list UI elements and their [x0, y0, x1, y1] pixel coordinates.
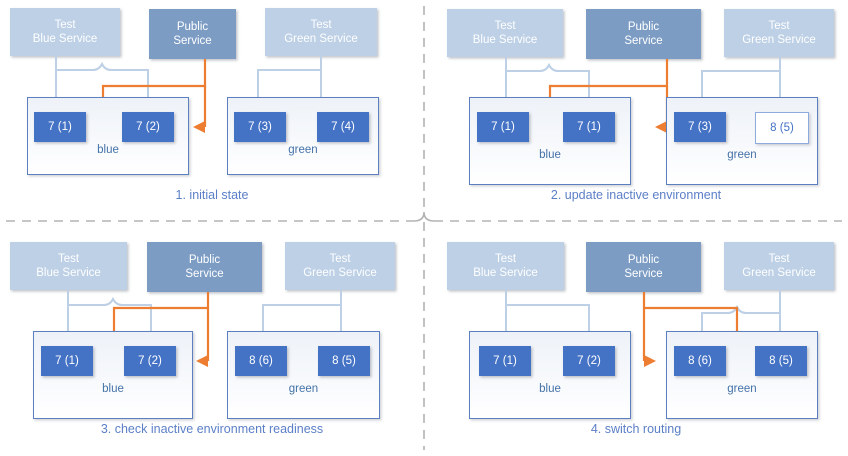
- test-green-service-line1: Test: [768, 253, 790, 265]
- panel-4-caption: 4. switch routing: [590, 422, 682, 436]
- version-label: 7 (4): [331, 121, 355, 133]
- version-box: 7 (3): [674, 112, 726, 142]
- version-box: 8 (6): [674, 346, 726, 376]
- version-box: 7 (1): [41, 346, 93, 376]
- test-green-service-box: Test Green Service: [724, 242, 834, 290]
- green-environment-label: green: [288, 144, 318, 156]
- test-blue-service-line1: Test: [57, 253, 80, 265]
- public-service-line1: Public: [627, 254, 660, 266]
- version-box: 7 (3): [234, 112, 286, 142]
- version-label: 8 (5): [769, 355, 793, 367]
- version-label: 7 (3): [688, 121, 712, 133]
- green-environment-label: green: [727, 383, 757, 395]
- panel-1: Test Blue Service Public Service Test Gr…: [0, 0, 424, 228]
- test-blue-service-box: Test Blue Service: [10, 8, 120, 56]
- version-label: 7 (2): [577, 355, 601, 367]
- version-label: 7 (1): [577, 121, 601, 133]
- blue-environment-label: blue: [539, 149, 561, 161]
- test-blue-service-line2: Blue Service: [32, 33, 98, 45]
- version-label: 7 (2): [136, 121, 160, 133]
- public-service-line1: Public: [627, 21, 660, 33]
- green-environment-label: green: [288, 383, 319, 395]
- panel-2-caption: 2. update inactive environment: [550, 188, 722, 202]
- test-blue-service-box: Test Blue Service: [447, 9, 563, 57]
- public-service-line1: Public: [176, 21, 209, 33]
- test-green-service-line2: Green Service: [303, 267, 377, 279]
- version-box: 7 (1): [477, 112, 529, 142]
- version-label: 8 (5): [770, 122, 794, 134]
- public-service-line2: Service: [185, 268, 224, 280]
- test-green-service-line2: Green Service: [742, 34, 816, 46]
- test-blue-service-line1: Test: [54, 19, 76, 31]
- version-label: 7 (1): [55, 355, 79, 367]
- public-service-line2: Service: [173, 35, 212, 47]
- version-label: 8 (5): [332, 355, 356, 367]
- version-box: 7 (2): [563, 346, 615, 376]
- public-service-line2: Service: [624, 35, 663, 47]
- version-box: 8 (5): [755, 346, 807, 376]
- version-label: 7 (3): [248, 121, 272, 133]
- public-service-box: Public Service: [147, 242, 262, 292]
- panel-1-caption: 1. initial state: [175, 188, 249, 202]
- version-box: 7 (1): [34, 112, 86, 142]
- test-blue-service-line1: Test: [494, 20, 516, 32]
- public-service-box: Public Service: [586, 9, 701, 59]
- test-green-service-line1: Test: [768, 20, 790, 32]
- test-green-service-line1: Test: [329, 253, 351, 265]
- version-box: 7 (2): [124, 346, 176, 376]
- version-label: 8 (6): [688, 355, 712, 367]
- public-service-line1: Public: [188, 254, 221, 266]
- version-box-pending: 8 (5): [755, 112, 809, 144]
- test-green-service-box: Test Green Service: [285, 242, 395, 290]
- test-green-service-box: Test Green Service: [265, 8, 377, 56]
- test-blue-service-box: Test Blue Service: [10, 242, 127, 290]
- panel-2: Test Blue Service Public Service Test Gr…: [424, 0, 848, 228]
- test-blue-service-line2: Blue Service: [473, 267, 538, 279]
- version-box: 7 (2): [122, 112, 174, 142]
- version-box: 8 (6): [235, 346, 287, 376]
- blue-environment-label: blue: [97, 144, 119, 156]
- version-label: 7 (1): [491, 121, 515, 133]
- version-label: 7 (2): [138, 355, 162, 367]
- version-label: 7 (1): [48, 121, 72, 133]
- blue-environment-label: blue: [102, 383, 124, 395]
- green-environment-label: green: [727, 149, 757, 161]
- test-green-service-line2: Green Service: [284, 33, 358, 45]
- panel-3: Test Blue Service Public Service Test Gr…: [0, 228, 424, 456]
- version-box: 7 (1): [479, 346, 531, 376]
- test-blue-service-line2: Blue Service: [36, 267, 101, 279]
- version-box: 8 (5): [318, 346, 370, 376]
- version-label: 7 (1): [493, 355, 517, 367]
- public-service-box: Public Service: [586, 242, 701, 292]
- test-green-service-line2: Green Service: [742, 267, 816, 279]
- version-label: 8 (6): [249, 355, 273, 367]
- blue-environment-label: blue: [539, 383, 561, 395]
- version-box: 7 (1): [563, 112, 615, 142]
- test-blue-service-line1: Test: [494, 253, 517, 265]
- panel-3-caption: 3. check inactive environment readiness: [100, 422, 324, 436]
- test-blue-service-box: Test Blue Service: [447, 242, 564, 290]
- test-green-service-box: Test Green Service: [724, 9, 834, 57]
- test-blue-service-line2: Blue Service: [472, 34, 538, 46]
- version-box: 7 (4): [317, 112, 369, 142]
- panel-4: Test Blue Service Public Service Test Gr…: [424, 228, 848, 456]
- public-service-box: Public Service: [149, 9, 236, 59]
- green-environment-box: green: [227, 331, 380, 419]
- test-green-service-line1: Test: [310, 19, 332, 31]
- public-service-line2: Service: [624, 268, 663, 280]
